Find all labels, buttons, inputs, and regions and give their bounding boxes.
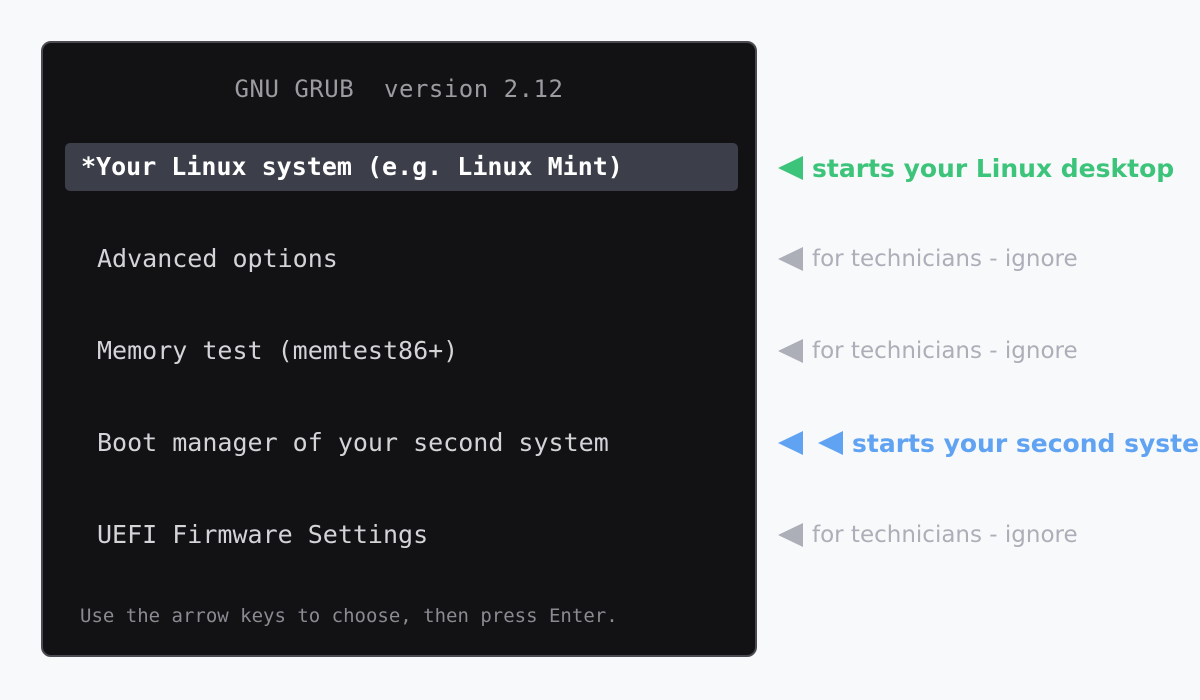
annotation-uefi-settings: for technicians - ignore xyxy=(778,520,1078,550)
menu-item-uefi-settings[interactable]: UEFI Firmware Settings xyxy=(97,520,429,549)
grub-hint: Use the arrow keys to choose, then press… xyxy=(80,605,618,627)
left-triangle-arrow-icon xyxy=(778,523,803,547)
menu-item-second-system[interactable]: Boot manager of your second system xyxy=(97,428,609,457)
annotation-text: starts your Linux desktop xyxy=(812,153,1175,183)
grub-title: GNU GRUB version 2.12 xyxy=(234,75,564,103)
annotation-linux-desktop: starts your Linux desktop xyxy=(778,153,1174,183)
menu-item-linux-system[interactable]: *Your Linux system (e.g. Linux Mint) xyxy=(65,143,738,191)
annotation-text: for technicians - ignore xyxy=(812,522,1078,548)
left-triangle-arrow-icon xyxy=(778,339,803,363)
left-triangle-arrow-icon xyxy=(778,431,803,455)
annotation-advanced-options: for technicians - ignore xyxy=(778,244,1078,274)
annotation-text: for technicians - ignore xyxy=(812,338,1078,364)
annotation-text: for technicians - ignore xyxy=(812,246,1078,272)
menu-item-advanced-options[interactable]: Advanced options xyxy=(97,244,338,273)
annotation-text: starts your second system xyxy=(852,428,1200,458)
grub-boot-menu: GNU GRUB version 2.12 *Your Linux system… xyxy=(41,41,757,657)
left-triangle-arrow-icon xyxy=(818,431,843,455)
left-triangle-arrow-icon xyxy=(778,247,803,271)
left-triangle-arrow-icon xyxy=(778,156,803,180)
annotation-memory-test: for technicians - ignore xyxy=(778,336,1078,366)
annotation-second-system: starts your second system xyxy=(778,428,1200,458)
menu-item-memory-test[interactable]: Memory test (memtest86+) xyxy=(97,336,459,365)
